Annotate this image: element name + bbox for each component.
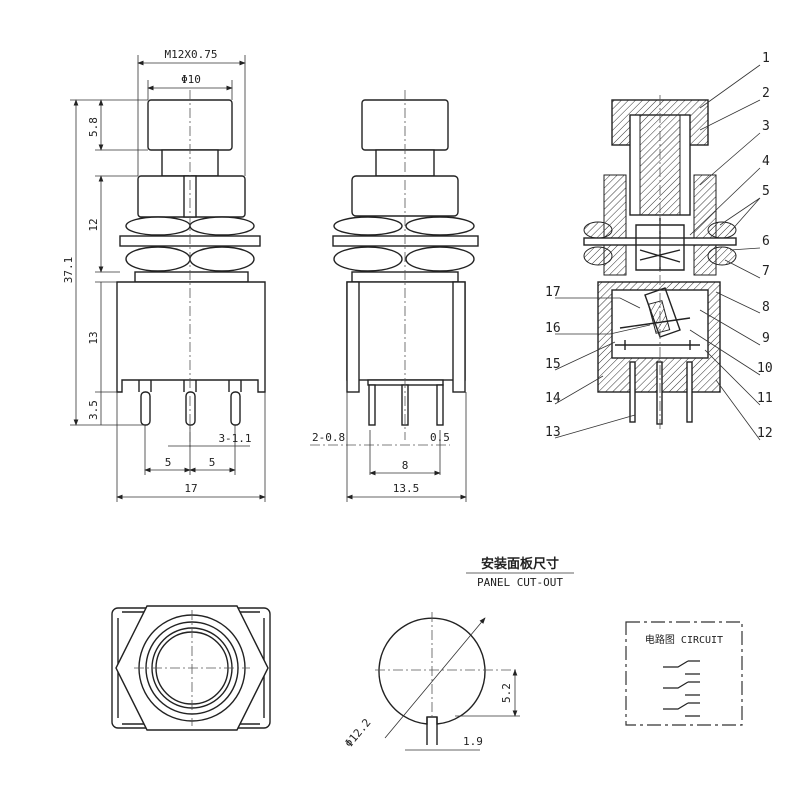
dim-body-width: 17: [184, 482, 197, 495]
callout-14: 14: [545, 391, 561, 406]
callout-7: 7: [762, 264, 770, 279]
callout-numbers: 1 2 3 4 5 6 7 8 9 10 11 12 13 14 15 16 1…: [545, 51, 773, 441]
section-view: 1 2 3 4 5 6 7 8 9 10 11 12 13 14 15 16 1…: [545, 51, 773, 441]
dim-pin-width: 3-1.1: [218, 432, 251, 445]
panel-cutout-title-en: PANEL CUT-OUT: [477, 576, 563, 589]
callout-16: 16: [545, 321, 561, 336]
dim-cap-height: 5.8: [87, 117, 100, 137]
callout-8: 8: [762, 300, 770, 315]
dim-thread: M12X0.75: [165, 48, 218, 61]
callout-5: 5: [762, 184, 770, 199]
dim-pitch-left: 5: [165, 456, 172, 469]
dim-pin-thickness: 2-0.8: [312, 431, 345, 444]
callout-4: 4: [762, 154, 770, 169]
dim-bushing-height: 12: [87, 218, 100, 231]
dim-key-offset: 5.2: [500, 683, 513, 703]
callout-6: 6: [762, 234, 770, 249]
dim-cutout-diameter: Φ12.2: [342, 716, 373, 750]
dim-body-height: 13: [87, 331, 100, 344]
panel-cutout: 安装面板尺寸 PANEL CUT-OUT Φ12.2 5.2 1.9: [342, 556, 574, 751]
dim-total-height: 37.1: [62, 257, 75, 284]
dim-cap-diameter: Φ10: [181, 73, 201, 86]
callout-9: 9: [762, 331, 770, 346]
dim-body-depth: 13.5: [393, 482, 420, 495]
callout-17: 17: [545, 285, 561, 300]
circuit-title: 电路图 CIRCUIT: [645, 633, 723, 646]
side-view: 2-0.8 0.5 8 13.5: [310, 90, 479, 502]
callout-10: 10: [757, 361, 773, 376]
front-view: M12X0.75 Φ10 37.1 5.8 12 13 3.5 3-1.1 5 …: [62, 48, 266, 502]
callout-11: 11: [757, 391, 773, 406]
dim-pin-length: 3.5: [87, 400, 100, 420]
callout-15: 15: [545, 357, 561, 372]
dim-pin-span: 8: [402, 459, 409, 472]
callout-3: 3: [762, 119, 770, 134]
callout-12: 12: [757, 426, 773, 441]
circuit-diagram: 电路图 CIRCUIT: [625, 621, 743, 726]
dim-key-width: 1.9: [463, 735, 483, 748]
callout-13: 13: [545, 425, 561, 440]
callout-2: 2: [762, 86, 770, 101]
callout-1: 1: [762, 51, 770, 66]
top-view: [111, 605, 271, 731]
panel-cutout-title-cn: 安装面板尺寸: [481, 556, 559, 572]
dim-pitch-right: 5: [209, 456, 216, 469]
